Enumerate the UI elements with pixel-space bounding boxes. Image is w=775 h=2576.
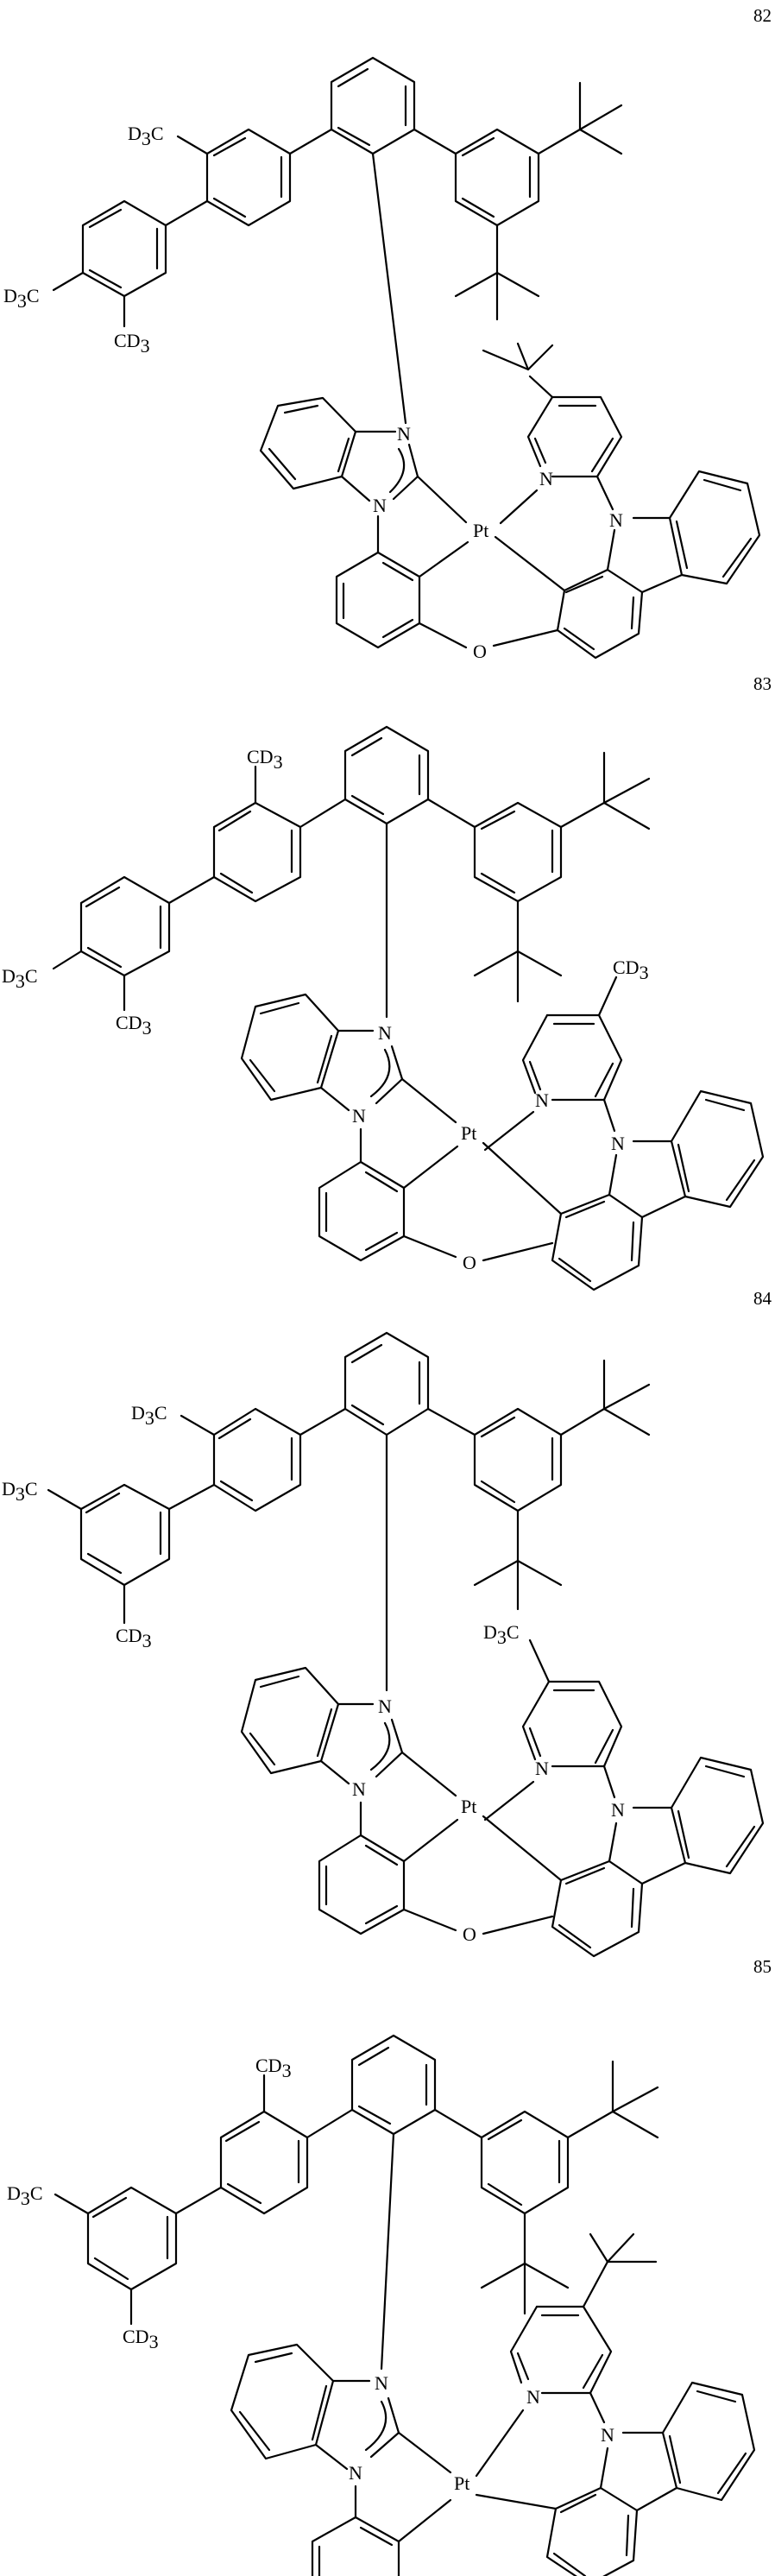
methyl-label: D3C (131, 1402, 167, 1429)
nitrogen-label: N (352, 1778, 366, 1800)
nitrogen-label: N (378, 1022, 392, 1044)
metal-label: Pt (473, 520, 488, 541)
nitrogen-label: N (373, 495, 387, 516)
nitrogen-label: N (611, 1799, 625, 1821)
nitrogen-label: N (535, 1089, 549, 1111)
nitrogen-label: N (526, 2386, 540, 2408)
methyl-label: CD3 (116, 1625, 152, 1651)
compound-number: 82 (753, 5, 772, 26)
oxygen-label: O (473, 641, 487, 662)
compound-85: 85 CD3 D3C CD3 N N Pt O (0, 1934, 775, 2576)
nitrogen-label: N (349, 2462, 362, 2484)
methyl-label: D3C (2, 1478, 38, 1505)
nitrogen-label: N (611, 1133, 625, 1154)
methyl-label: D3C (7, 2182, 43, 2209)
methyl-label: CD3 (116, 1012, 152, 1039)
compound-83: 83 CD3 D3C CD3 N N Pt O CD3 (0, 673, 775, 1295)
methyl-label: D3C (128, 123, 164, 149)
nitrogen-label: N (352, 1105, 366, 1127)
compound-number: 85 (753, 1956, 772, 1977)
methyl-label: CD3 (123, 2326, 159, 2352)
nitrogen-label: N (609, 509, 623, 531)
structure-diagram: D3C D3C CD3 N N Pt O N (3, 56, 761, 662)
structure-diagram: D3C D3C CD3 N N Pt O D3C N N (2, 1331, 765, 1958)
compound-84: 84 D3C D3C CD3 N N Pt O D3C (0, 1288, 775, 1958)
methyl-label: D3C (483, 1621, 520, 1648)
compound-number: 83 (753, 673, 772, 694)
methyl-label: CD3 (114, 330, 150, 357)
oxygen-label: O (463, 1923, 476, 1945)
compound-number: 84 (753, 1288, 772, 1309)
methyl-label: CD3 (613, 957, 649, 983)
methyl-label: D3C (2, 965, 38, 992)
structure-diagram: CD3 D3C CD3 N N Pt O N N (7, 2034, 756, 2576)
nitrogen-label: N (535, 1758, 549, 1779)
oxygen-label: O (463, 1252, 476, 1273)
nitrogen-label: N (601, 2424, 614, 2446)
methyl-label: CD3 (247, 746, 283, 773)
nitrogen-label: N (397, 423, 411, 445)
nitrogen-label: N (539, 468, 553, 489)
structure-diagram: CD3 D3C CD3 N N Pt O CD3 N N (2, 725, 765, 1291)
metal-label: Pt (461, 1122, 476, 1144)
nitrogen-label: N (375, 2372, 388, 2394)
nitrogen-label: N (378, 1695, 392, 1717)
methyl-label: CD3 (255, 2055, 292, 2081)
methyl-label: D3C (3, 285, 40, 312)
compound-82: 82 D3C D3C CD3 N N Pt (0, 0, 775, 673)
metal-label: Pt (454, 2472, 469, 2494)
metal-label: Pt (461, 1796, 476, 1817)
